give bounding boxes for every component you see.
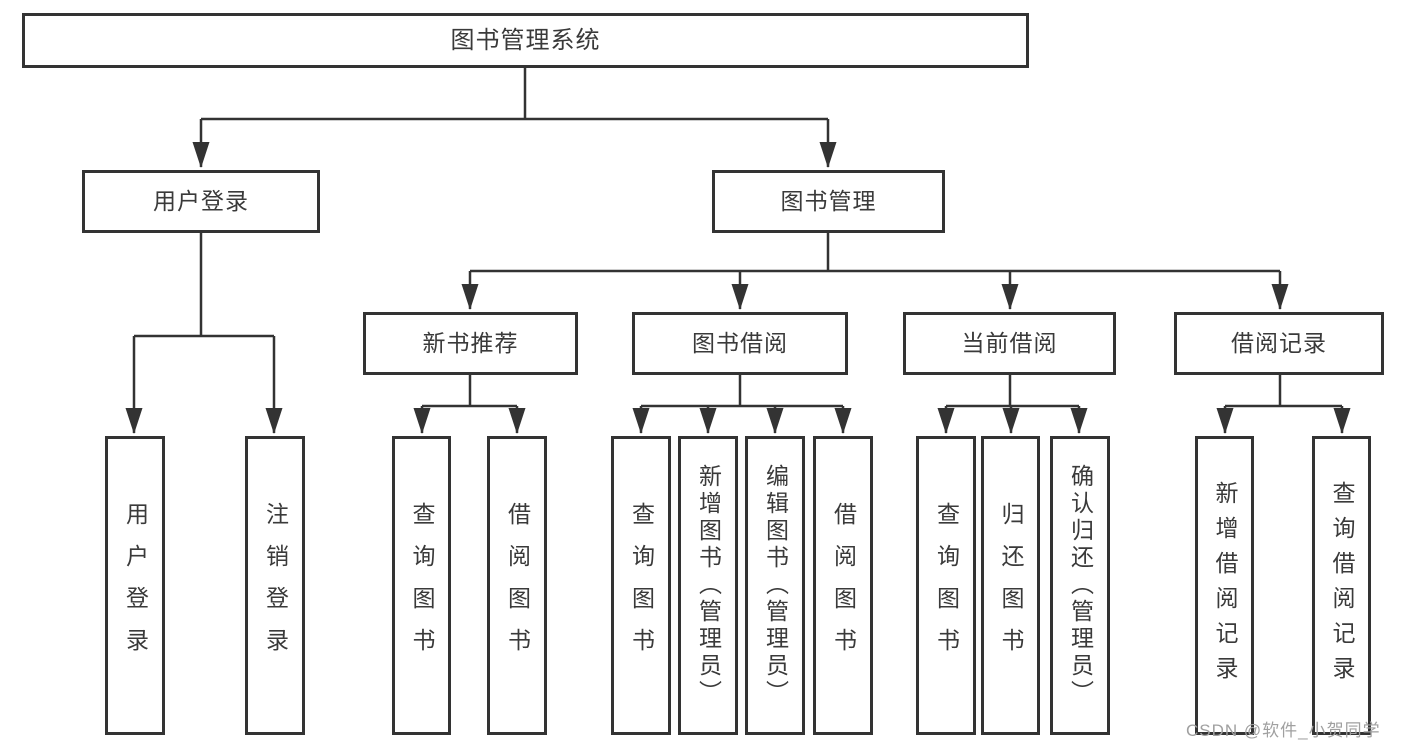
leaf-edit-books-admin: 编辑图书（管理员） xyxy=(745,436,805,735)
leaf-add-books-admin: 新增图书（管理员） xyxy=(678,436,738,735)
node-book-management: 图书管理 xyxy=(712,170,945,233)
leaf-user-login: 用户登录 xyxy=(105,436,165,735)
node-current-borrowing: 当前借阅 xyxy=(903,312,1116,375)
leaf-add-borrow-record: 新增借阅记录 xyxy=(1195,436,1254,735)
leaf-borrow-books-recommend: 借阅图书 xyxy=(487,436,547,735)
node-book-borrowing: 图书借阅 xyxy=(632,312,848,375)
leaf-confirm-return-admin: 确认归还（管理员） xyxy=(1050,436,1110,735)
leaf-query-borrow-record: 查询借阅记录 xyxy=(1312,436,1371,735)
leaf-return-books: 归还图书 xyxy=(981,436,1040,735)
leaf-logout-login: 注销登录 xyxy=(245,436,305,735)
leaf-query-books-recommend: 查询图书 xyxy=(392,436,451,735)
node-borrowing-records: 借阅记录 xyxy=(1174,312,1384,375)
node-new-book-recommendation: 新书推荐 xyxy=(363,312,578,375)
leaf-query-books-current: 查询图书 xyxy=(916,436,976,735)
watermark: CSDN @软件_小贺同学 xyxy=(1186,721,1381,740)
leaf-borrow-books: 借阅图书 xyxy=(813,436,873,735)
leaf-query-books-borrow: 查询图书 xyxy=(611,436,671,735)
node-user-login: 用户登录 xyxy=(82,170,320,233)
node-library-management-system: 图书管理系统 xyxy=(22,13,1029,68)
